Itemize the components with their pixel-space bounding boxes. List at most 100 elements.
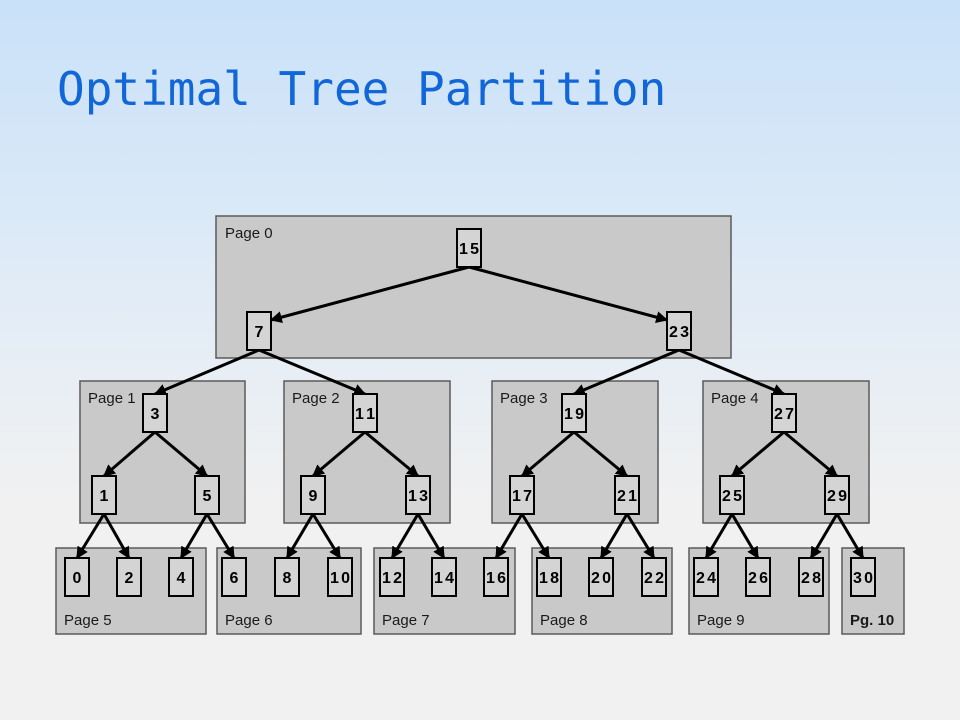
tree-node-17: 17 [509, 475, 535, 515]
page-label: Page 1 [88, 390, 136, 407]
node-box [824, 475, 850, 515]
tree-node-15: 15 [456, 228, 482, 268]
tree-node-6: 6 [221, 557, 247, 597]
page-label: Page 4 [711, 390, 759, 407]
node-box [405, 475, 431, 515]
node-box [745, 557, 771, 597]
edge-19-21 [573, 430, 628, 478]
node-box [327, 557, 353, 597]
tree-node-2: 2 [116, 557, 142, 597]
node-box [379, 557, 405, 597]
edge-13-12 [390, 513, 420, 560]
edge-15-7 [269, 265, 470, 324]
tree-node-20: 20 [588, 557, 614, 597]
tree-node-0: 0 [64, 557, 90, 597]
node-box [168, 557, 194, 597]
node-box [91, 475, 117, 515]
tree-node-3: 3 [142, 393, 168, 433]
edge-9-8 [285, 513, 315, 560]
node-box [483, 557, 509, 597]
tree-node-12: 12 [379, 557, 405, 597]
tree-node-7: 7 [246, 311, 272, 351]
edge-11-9 [312, 430, 366, 478]
node-box [221, 557, 247, 597]
node-box [194, 475, 220, 515]
tree-node-8: 8 [274, 557, 300, 597]
edge-19-17 [521, 430, 575, 478]
node-box [456, 228, 482, 268]
page-label: Page 6 [225, 612, 273, 629]
node-box [850, 557, 876, 597]
tree-node-21: 21 [614, 475, 640, 515]
edge-21-22 [625, 513, 656, 560]
tree-node-30: 30 [850, 557, 876, 597]
edge-13-14 [416, 513, 446, 560]
node-value: 3 [151, 406, 160, 423]
edge-23-19 [572, 348, 680, 396]
page-label: Page 0 [225, 225, 273, 242]
edge-27-29 [783, 430, 838, 478]
node-box [142, 393, 168, 433]
tree-node-11: 11 [352, 393, 378, 433]
page-label: Page 3 [500, 390, 548, 407]
node-value: 5 [203, 488, 212, 505]
node-value: 0 [73, 570, 82, 587]
edge-17-16 [494, 513, 524, 560]
node-box [561, 393, 587, 433]
edge-5-6 [205, 513, 236, 560]
node-box [614, 475, 640, 515]
edge-5-4 [179, 513, 209, 560]
node-box [641, 557, 667, 597]
node-box [300, 475, 326, 515]
edge-29-30 [835, 513, 865, 560]
edge-1-2 [102, 513, 131, 560]
node-value: 4 [177, 570, 186, 587]
node-value: 6 [230, 570, 239, 587]
tree-node-19: 19 [561, 393, 587, 433]
node-value: 7 [255, 324, 264, 341]
tree-node-24: 24 [693, 557, 719, 597]
page-label: Page 9 [697, 612, 745, 629]
node-box [246, 311, 272, 351]
node-box [509, 475, 535, 515]
edge-7-11 [258, 348, 367, 396]
node-box [771, 393, 797, 433]
tree-node-16: 16 [483, 557, 509, 597]
tree-node-28: 28 [798, 557, 824, 597]
tree-node-26: 26 [745, 557, 771, 597]
edge-3-5 [154, 430, 208, 478]
tree-node-29: 29 [824, 475, 850, 515]
page-label: Pg. 10 [850, 612, 894, 629]
node-value: 1 [100, 488, 109, 505]
edge-17-18 [520, 513, 551, 560]
node-box [431, 557, 457, 597]
tree-node-1: 1 [91, 475, 117, 515]
page-label: Page 7 [382, 612, 430, 629]
edge-27-25 [731, 430, 785, 478]
edge-23-27 [678, 348, 786, 396]
edge-21-20 [599, 513, 629, 560]
edge-29-28 [809, 513, 839, 560]
tree-node-14: 14 [431, 557, 457, 597]
tree-node-4: 4 [168, 557, 194, 597]
node-box [588, 557, 614, 597]
node-box [64, 557, 90, 597]
tree-node-27: 27 [771, 393, 797, 433]
node-value: 8 [283, 570, 292, 587]
node-box [274, 557, 300, 597]
tree-node-23: 23 [666, 311, 692, 351]
edge-1-0 [75, 513, 106, 560]
edge-7-3 [153, 348, 260, 396]
edge-15-23 [468, 265, 669, 324]
tree-node-5: 5 [194, 475, 220, 515]
node-box [536, 557, 562, 597]
node-box [116, 557, 142, 597]
edge-3-1 [103, 430, 156, 478]
slide-title: Optimal Tree Partition [57, 62, 667, 116]
node-box [719, 475, 745, 515]
tree-node-22: 22 [641, 557, 667, 597]
tree-node-25: 25 [719, 475, 745, 515]
page-label: Page 8 [540, 612, 588, 629]
